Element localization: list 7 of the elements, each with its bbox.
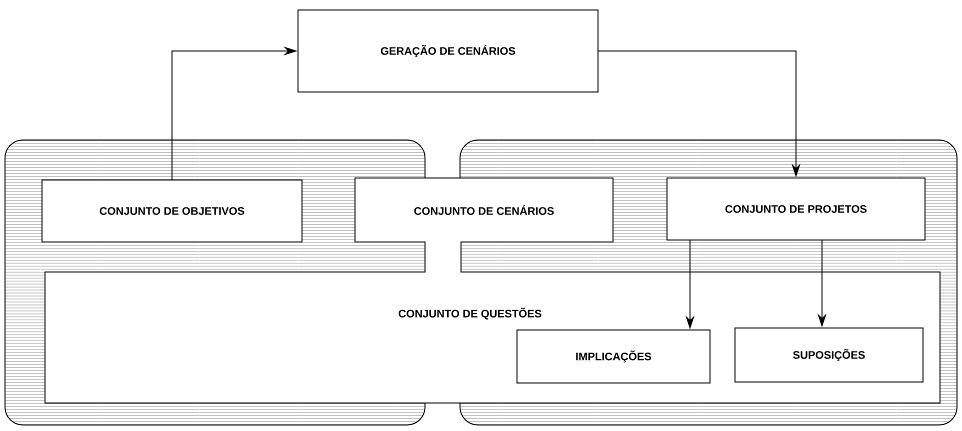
process-box: CONJUNTO DE OBJETIVOS (42, 180, 302, 242)
process-box: GERAÇÃO DE CENÁRIOS (298, 10, 598, 92)
process-box: IMPLICAÇÕES (516, 330, 710, 384)
process-box: CONJUNTO DE PROJETOS (666, 178, 926, 240)
process-box: SUPOSIÇÕES (734, 328, 924, 382)
connector-band (424, 242, 462, 272)
process-box: CONJUNTO DE CENÁRIOS (354, 178, 614, 242)
